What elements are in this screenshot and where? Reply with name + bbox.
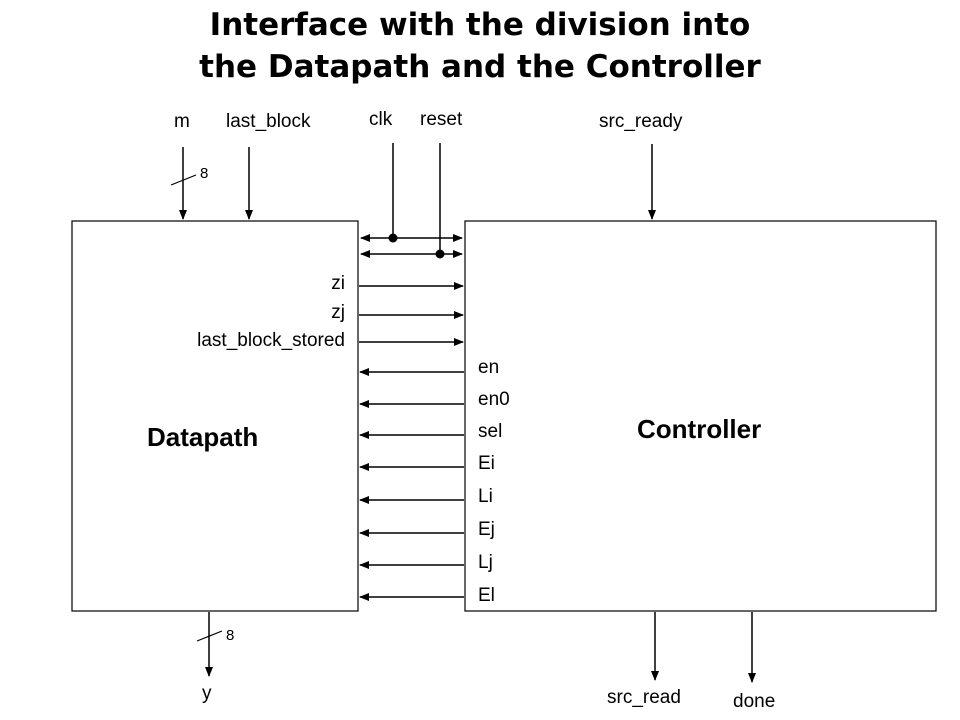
ei-label: Ei — [478, 453, 495, 474]
title-line-1: Interface with the division into — [209, 7, 751, 43]
title-line-2: the Datapath and the Controller — [199, 49, 761, 85]
sel-label: sel — [478, 421, 503, 442]
y-bus-width: 8 — [226, 627, 235, 644]
m-bus-slash — [170, 174, 197, 186]
y-label: y — [202, 683, 212, 704]
zi-label: zi — [331, 273, 345, 294]
controller-label: Controller — [637, 414, 762, 444]
m-bus-width: 8 — [200, 165, 209, 182]
datapath-label: Datapath — [147, 422, 259, 452]
y-bus-slash — [196, 630, 223, 642]
en-label: en — [478, 357, 500, 378]
datapath-block — [71, 220, 359, 612]
last-block-stored-label: last_block_stored — [197, 330, 345, 351]
el-label: El — [478, 585, 495, 606]
zj-label: zj — [331, 302, 345, 323]
src-read-label: src_read — [607, 687, 681, 708]
li-label: Li — [478, 486, 493, 507]
clk-label: clk — [369, 109, 393, 130]
en0-label: en0 — [478, 389, 510, 410]
m-label: m — [174, 111, 190, 132]
clk-junction-dot — [388, 233, 398, 243]
reset-junction-dot — [435, 249, 445, 259]
ej-label: Ej — [478, 519, 495, 540]
lj-label: Lj — [478, 552, 493, 573]
src-ready-label: src_ready — [599, 111, 683, 132]
done-label: done — [733, 691, 776, 712]
diagram-title: Interface with the division into the Dat… — [0, 4, 960, 88]
reset-label: reset — [420, 109, 463, 130]
last-block-label: last_block — [226, 111, 311, 132]
controller-block — [464, 220, 937, 612]
